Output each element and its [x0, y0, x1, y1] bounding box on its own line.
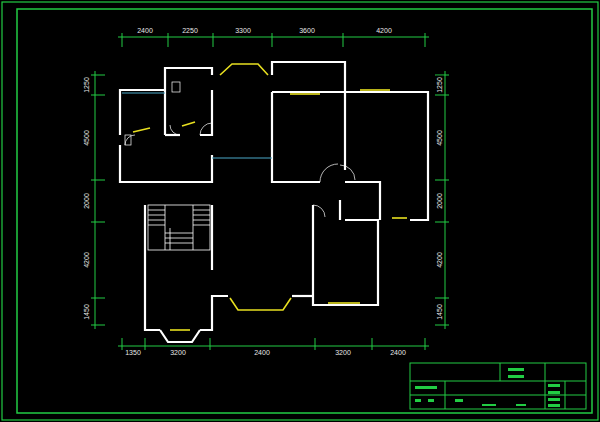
dimension-label: 4200	[83, 251, 91, 269]
dimension-label: 1250	[83, 76, 91, 94]
dimension-label: 3200	[334, 349, 352, 357]
dimension-label: 1450	[83, 303, 91, 321]
dimension-label: 1350	[124, 349, 142, 357]
dimension-label: 1450	[436, 303, 444, 321]
dimension-label: 2000	[436, 192, 444, 210]
dimension-label: 2000	[83, 192, 91, 210]
dimension-label: 4200	[436, 251, 444, 269]
dimension-label: 4500	[83, 129, 91, 147]
dimension-label: 2400	[136, 27, 154, 35]
dimension-label: 2250	[181, 27, 199, 35]
dimension-label: 4500	[436, 129, 444, 147]
dimension-label: 3300	[234, 27, 252, 35]
dimension-label: 2400	[253, 349, 271, 357]
dimension-label: 4200	[375, 27, 393, 35]
dimension-label: 1250	[436, 76, 444, 94]
dimension-label: 3200	[169, 349, 187, 357]
dimension-label: 2400	[389, 349, 407, 357]
dimension-label: 3600	[298, 27, 316, 35]
